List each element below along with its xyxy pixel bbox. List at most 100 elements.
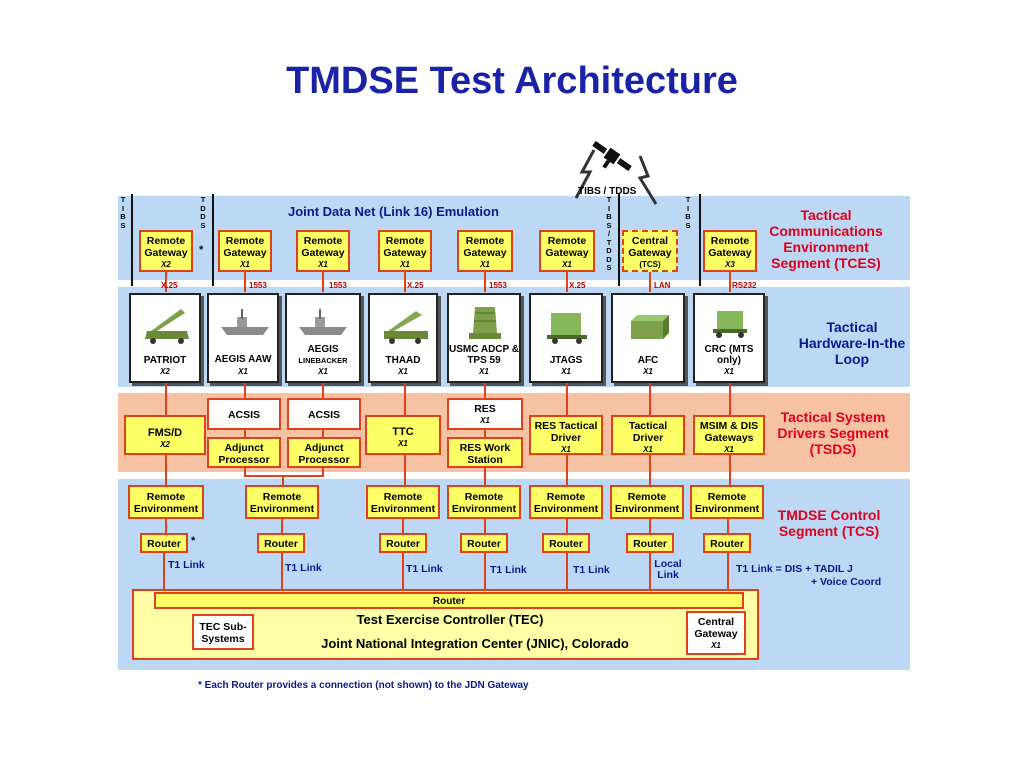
router-label: Router <box>386 538 420 550</box>
local-link-label: Local Link <box>654 558 682 581</box>
link-label: T1 Link <box>406 563 443 575</box>
tec-subsystems[interactable]: TEC Sub-Systems <box>192 614 254 650</box>
tces-banner: Joint Data Net (Link 16) Emulation <box>288 204 499 219</box>
gw-sub: X1 <box>240 260 250 269</box>
conn-label: X.25 <box>569 281 586 290</box>
ttc-label: TTC <box>392 426 414 438</box>
gw-label: Remote Gateway <box>545 235 589 259</box>
router-label: Router <box>710 538 744 550</box>
conn-line <box>402 553 404 589</box>
router-label: Router <box>633 538 667 550</box>
conn-label: 1553 <box>329 281 347 290</box>
conn-label: RS232 <box>732 281 757 290</box>
hw-name: JTAGS <box>549 355 583 366</box>
gw-label: Remote Gateway <box>301 235 345 259</box>
conn-line <box>165 455 167 485</box>
hw-sub-wrap: X1 <box>209 366 277 377</box>
res-work-station[interactable]: RES Work Station <box>447 437 523 468</box>
remote-env-3[interactable]: Remote Environment <box>366 485 440 519</box>
remote-env-label: Remote Environment <box>249 491 315 515</box>
ttc-sub: X1 <box>398 439 408 448</box>
acsis-box-2[interactable]: ACSIS <box>287 398 361 430</box>
hw-name2: LINEBACKER <box>298 356 348 365</box>
conn-line <box>244 475 324 477</box>
remote-env-1[interactable]: Remote Environment <box>128 485 204 519</box>
hw-sub: X1 <box>398 367 408 376</box>
satellite-label: TIBS / TDDS <box>578 186 637 197</box>
hw-name: USMC ADCP & TPS 59 <box>449 344 520 366</box>
router-3[interactable]: Router <box>379 533 427 553</box>
router-5[interactable]: Router <box>542 533 590 553</box>
adjunct-processor-1[interactable]: Adjunct Processor <box>207 437 281 468</box>
router-label: Router <box>147 538 181 550</box>
t1-link-note-1: T1 Link = DIS + TADIL J <box>736 563 853 575</box>
tces-label: Tactical Communications Environment Segm… <box>769 207 883 271</box>
link-label: T1 Link <box>490 564 527 576</box>
remote-env-4[interactable]: Remote Environment <box>447 485 521 519</box>
adjunct-processor-2[interactable]: Adjunct Processor <box>287 437 361 468</box>
hw-sub: X1 <box>318 367 328 376</box>
hw-aegis-aaw[interactable]: AEGIS AAW X1 <box>207 293 279 383</box>
remote-env-label: Remote Environment <box>370 491 436 515</box>
remote-env-2[interactable]: Remote Environment <box>245 485 319 519</box>
remote-env-label: Remote Environment <box>533 491 599 515</box>
link-label: T1 Link <box>285 562 322 574</box>
router-1[interactable]: Router <box>140 533 188 553</box>
conn-label: X.25 <box>161 281 178 290</box>
remote-env-7[interactable]: Remote Environment <box>690 485 764 519</box>
router-2[interactable]: Router <box>257 533 305 553</box>
gw-sub: X2 <box>161 260 171 269</box>
acsis-box-1[interactable]: ACSIS <box>207 398 281 430</box>
thaad-launcher-icon <box>384 311 428 344</box>
thl-label: Tactical Hardware-In-the Loop <box>798 319 906 367</box>
router-6[interactable]: Router <box>626 533 674 553</box>
conn-line <box>165 383 167 415</box>
conn-line <box>484 272 486 292</box>
router-7[interactable]: Router <box>703 533 751 553</box>
link-label: T1 Link <box>573 564 610 576</box>
router-4[interactable]: Router <box>460 533 508 553</box>
conn-line <box>402 519 404 533</box>
main-router[interactable]: Router <box>154 592 744 609</box>
conn-line <box>322 383 324 398</box>
conn-line <box>649 455 651 485</box>
central-gateway-tcs[interactable]: Central Gateway(TCS) <box>622 230 678 272</box>
remote-env-5[interactable]: Remote Environment <box>529 485 603 519</box>
conn-line <box>649 383 651 415</box>
conn-line <box>404 455 406 485</box>
gw-label: Remote Gateway <box>708 235 752 259</box>
remote-env-6[interactable]: Remote Environment <box>610 485 684 519</box>
hw-crc[interactable]: CRC (MTS only)X1 <box>693 293 765 383</box>
conn-line <box>727 519 729 533</box>
fmsd-label: FMS/D <box>147 427 183 439</box>
gw-sub: X1 <box>480 260 490 269</box>
tibs-tdds-line <box>618 194 620 286</box>
shelter-truck-icon <box>547 313 587 344</box>
res-work-label: RES Work Station <box>459 442 511 466</box>
conn-line <box>484 430 486 437</box>
adjunct-label: Adjunct Processor <box>218 442 270 466</box>
